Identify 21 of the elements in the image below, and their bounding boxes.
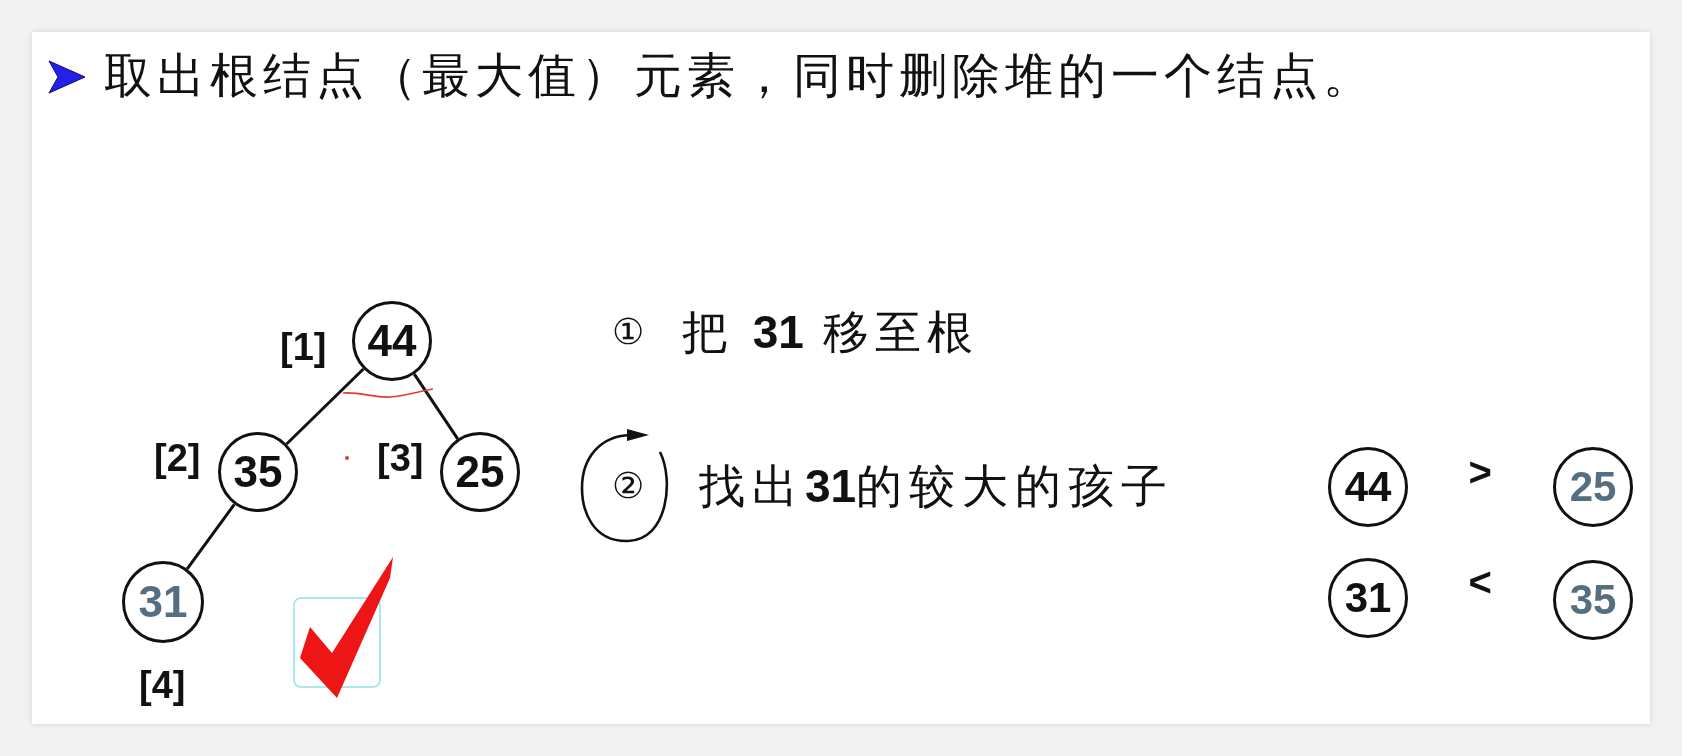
node-value: 44: [367, 319, 417, 363]
step-number: ②: [612, 468, 644, 504]
node-value: 35: [233, 450, 283, 494]
tree-edge: [285, 367, 365, 446]
comparison-sign: >: [1468, 452, 1492, 492]
node-value: 25: [455, 450, 505, 494]
step-text: 把 31 移至根: [682, 309, 979, 355]
node-value: 44: [1344, 466, 1392, 508]
title: 取出根结点（最大值）元素，同时删除堆的一个结点。: [104, 52, 1376, 100]
comparison-sign: <: [1468, 562, 1492, 602]
index-label: [4]: [139, 666, 186, 704]
node-value: 31: [138, 580, 188, 624]
node-value: 35: [1569, 579, 1617, 621]
tree-edge: [185, 503, 236, 570]
index-label: [3]: [377, 439, 424, 477]
node-value: 31: [1344, 577, 1392, 619]
index-label: [1]: [280, 328, 327, 366]
step-number: ①: [612, 314, 644, 350]
node-value: 25: [1569, 466, 1617, 508]
tree-edge: [413, 373, 459, 440]
index-label: [2]: [154, 439, 201, 477]
